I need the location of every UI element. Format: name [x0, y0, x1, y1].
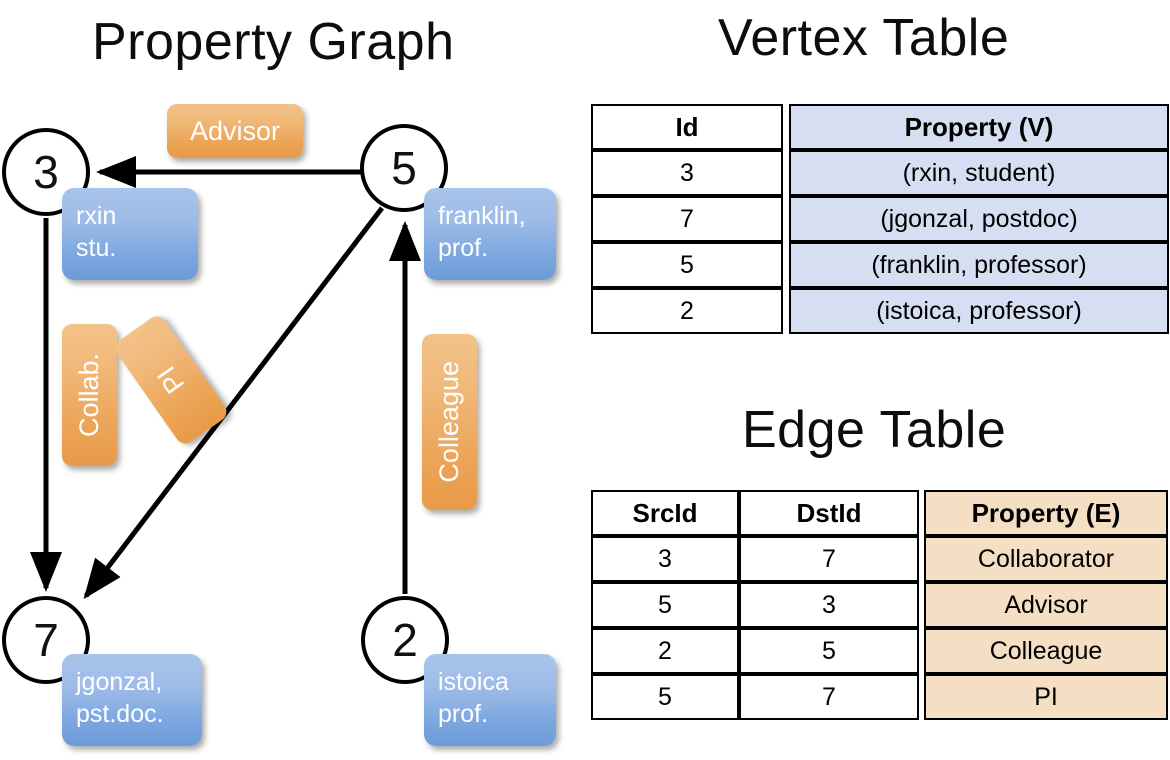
edge-table-column-gap	[919, 536, 924, 582]
table-row[interactable]: 3 7 Collaborator	[591, 536, 1168, 582]
vertex-row-2-id: 5	[591, 242, 783, 288]
edge-table-header-property: Property (E)	[924, 490, 1168, 536]
vertex-bubble-istoica-line1: istoica	[438, 668, 509, 696]
edge-row-0-src: 3	[591, 536, 739, 582]
edge-table: SrcId DstId Property (E) 3 7 Collaborato…	[591, 490, 1168, 720]
edge-row-2-dst: 5	[739, 628, 919, 674]
vertex-table-column-gap	[783, 150, 789, 196]
table-row[interactable]: 7 (jgonzal, postdoc)	[591, 196, 1169, 242]
vertex-row-0-property: (rxin, student)	[789, 150, 1169, 196]
edge-label-chip-colleague[interactable]: Colleague	[422, 334, 477, 510]
vertex-table-header-row: Id Property (V)	[591, 104, 1169, 150]
edge-table-column-gap	[919, 582, 924, 628]
edge-table-column-gap	[919, 674, 924, 720]
edge-row-1-dst: 3	[739, 582, 919, 628]
page-title-edge-table: Edge Table	[742, 401, 1007, 459]
table-row[interactable]: 2 5 Colleague	[591, 628, 1168, 674]
vertex-row-1-id: 7	[591, 196, 783, 242]
vertex-table-column-gap	[783, 288, 789, 334]
vertex-table-header-property: Property (V)	[789, 104, 1169, 150]
graph-edge-lines	[30, 156, 421, 600]
edge-row-0-dst: 7	[739, 536, 919, 582]
page-title-property-graph: Property Graph	[92, 13, 455, 71]
graph-node-3-label: 3	[33, 146, 59, 198]
graph-node-7-label: 7	[33, 614, 59, 666]
edge-table-header-row: SrcId DstId Property (E)	[591, 490, 1168, 536]
edge-label-pi-text: PI	[150, 361, 191, 400]
table-row[interactable]: 5 3 Advisor	[591, 582, 1168, 628]
edge-label-collab-text: Collab.	[74, 352, 104, 438]
graph-node-2[interactable]: 2	[361, 596, 449, 684]
property-graph-panel: Property Graph 3 5 7 2 rxin stu. frankli…	[2, 13, 556, 746]
graph-node-5[interactable]: 5	[360, 124, 448, 212]
edge-row-3-src: 5	[591, 674, 739, 720]
vertex-table-column-gap	[783, 196, 789, 242]
table-row[interactable]: 3 (rxin, student)	[591, 150, 1169, 196]
vertex-row-0-id: 3	[591, 150, 783, 196]
edge-row-2-src: 2	[591, 628, 739, 674]
vertex-property-bubble-istoica[interactable]: istoica prof.	[424, 654, 556, 746]
table-row[interactable]: 5 (franklin, professor)	[591, 242, 1169, 288]
edge-table-column-gap	[919, 628, 924, 674]
edge-row-2-property: Colleague	[924, 628, 1168, 674]
graph-node-5-label: 5	[391, 142, 417, 194]
edge-row-1-property: Advisor	[924, 582, 1168, 628]
table-row[interactable]: 5 7 PI	[591, 674, 1168, 720]
graph-node-2-label: 2	[392, 614, 418, 666]
vertex-property-bubble-franklin[interactable]: franklin, prof.	[424, 188, 556, 280]
vertex-bubble-jgonzal-line1: jgonzal,	[76, 668, 163, 696]
vertex-row-1-property: (jgonzal, postdoc)	[789, 196, 1169, 242]
vertex-table-header-id: Id	[591, 104, 783, 150]
vertex-property-bubble-rxin[interactable]: rxin stu.	[62, 188, 198, 280]
vertex-table: Id Property (V) 3 (rxin, student) 7 (jgo…	[591, 104, 1169, 334]
edge-label-advisor-text: Advisor	[189, 115, 281, 146]
edge-row-3-dst: 7	[739, 674, 919, 720]
edge-table-header-srcid: SrcId	[591, 490, 739, 536]
edge-row-0-property: Collaborator	[924, 536, 1168, 582]
table-row[interactable]: 2 (istoica, professor)	[591, 288, 1169, 334]
edge-table-header-dstid: DstId	[739, 490, 919, 536]
vertex-table-column-gap	[783, 104, 789, 150]
vertex-bubble-rxin-line1: rxin	[76, 202, 117, 230]
vertex-bubble-franklin-line2: prof.	[438, 234, 489, 262]
edge-label-chip-collab[interactable]: Collab.	[62, 324, 117, 466]
vertex-table-column-gap	[783, 242, 789, 288]
vertex-bubble-istoica-line2: prof.	[438, 700, 489, 728]
edge-row-1-src: 5	[591, 582, 739, 628]
edge-row-3-property: PI	[924, 674, 1168, 720]
vertex-row-3-property: (istoica, professor)	[789, 288, 1169, 334]
vertex-row-3-id: 2	[591, 288, 783, 334]
vertex-property-bubble-jgonzal[interactable]: jgonzal, pst.doc.	[62, 654, 202, 746]
edge-label-chip-advisor[interactable]: Advisor	[167, 104, 303, 158]
edge-table-column-gap	[919, 490, 924, 536]
vertex-bubble-rxin-line2: stu.	[76, 234, 117, 262]
vertex-bubble-franklin-line1: franklin,	[438, 202, 526, 230]
vertex-bubble-jgonzal-line2: pst.doc.	[76, 700, 164, 728]
vertex-row-2-property: (franklin, professor)	[789, 242, 1169, 288]
edge-5-to-7	[83, 206, 384, 600]
page-title-vertex-table: Vertex Table	[718, 9, 1010, 67]
edge-label-colleague-text: Colleague	[434, 361, 464, 483]
